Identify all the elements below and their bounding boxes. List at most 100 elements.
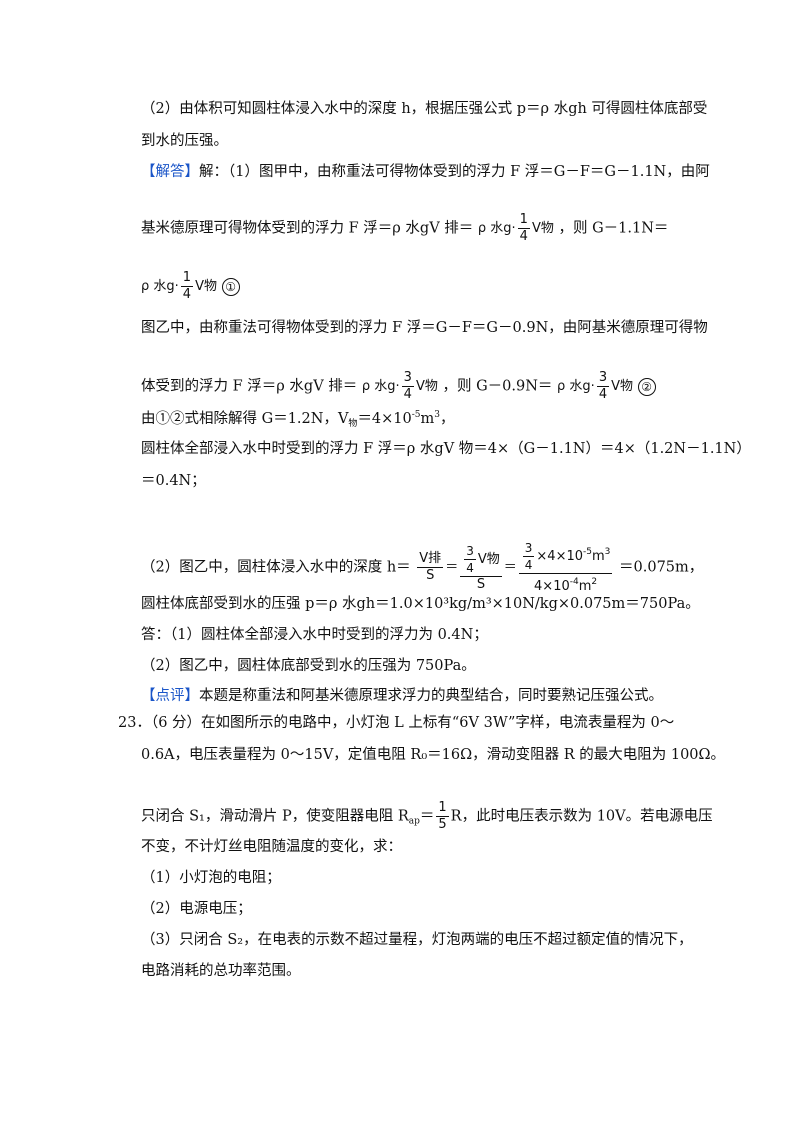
- text: 本题是称重法和阿基米德原理求浮力的典型结合，同时要熟记压强公式。: [199, 688, 663, 704]
- text: 只闭合 S₁，滑动滑片 P，使变阻器电阻 R: [141, 808, 409, 825]
- text-line: （1）小灯泡的电阻；: [141, 870, 281, 886]
- denominator: S: [460, 575, 502, 593]
- superscript: 3: [604, 547, 611, 557]
- numerator: 3: [466, 543, 474, 558]
- formula-text: ρ 水g: [477, 221, 512, 236]
- text-line: 电路消耗的总功率范围。: [141, 963, 301, 979]
- numerator: V排: [419, 551, 442, 566]
- superscript: 3: [434, 410, 441, 420]
- formula-text: V物: [611, 379, 633, 394]
- superscript: -4: [569, 577, 579, 587]
- text: m: [420, 411, 435, 427]
- text: ，: [440, 411, 455, 427]
- text: 基米德原理可得物体受到的浮力 F 浮＝ρ 水gV 排＝: [141, 220, 474, 237]
- subscript: 物: [348, 419, 358, 429]
- text-line: （3）只闭合 S₂，在电表的示数不超过量程，灯泡两端的电压不超过额定值的情况下，: [141, 932, 693, 948]
- question-number: 23．: [118, 715, 151, 731]
- text: 由①②式相除解得 G＝1.2N，V: [141, 411, 349, 427]
- numerator: 3: [598, 370, 608, 385]
- text-line: 到水的压强。: [141, 133, 228, 149]
- text: 体受到的浮力 F 浮＝ρ 水gV 排＝: [141, 378, 358, 395]
- text-line: ＝0.4N；: [141, 473, 206, 489]
- denominator: 4: [180, 286, 194, 302]
- text-line: （2）由体积可知圆柱体浸入水中的深度 h，根据压强公式 p＝ρ 水gh 可得圆柱…: [141, 101, 708, 117]
- denominator: 4: [522, 556, 535, 572]
- formula-text: 4×10: [534, 579, 570, 594]
- superscript: 2: [591, 577, 598, 587]
- equals: ＝: [445, 560, 459, 575]
- subscript: ap: [408, 816, 420, 827]
- answer-tag: 【解答】: [141, 164, 199, 180]
- text: ＝0.075m，: [619, 559, 704, 576]
- text: （6 分）在如图所示的电路中，小灯泡 L 上标有“6V 3W”字样，电流表量程为…: [150, 715, 675, 731]
- text-line: （2）电源电压；: [141, 901, 252, 917]
- formula-text: ρ 水g: [361, 379, 396, 394]
- formula-text: ρ 水g: [557, 379, 591, 394]
- circle-two: ②: [637, 377, 656, 396]
- denominator: S: [417, 567, 444, 584]
- circle-one: ①: [221, 277, 240, 296]
- equals: ＝: [503, 560, 517, 575]
- comment-line: 【点评】本题是称重法和阿基米德原理求浮力的典型结合，同时要熟记压强公式。: [141, 686, 663, 706]
- question-line: 23．（6 分）在如图所示的电路中，小灯泡 L 上标有“6V 3W”字样，电流表…: [118, 713, 674, 733]
- text-line: 圆柱体底部受到水的压强 p＝ρ 水gh＝1.0×10³kg/m³×10N/kg×…: [141, 596, 700, 612]
- denominator: 4×10-4m2: [518, 573, 613, 595]
- text-line: 由①②式相除解得 G＝1.2N，V物＝4×10-5m3，: [141, 405, 455, 434]
- formula-text: ρ 水g: [141, 279, 175, 294]
- text-line: 不变，不计灯丝电阻随温度的变化，求：: [141, 839, 402, 855]
- formula-text: ×4×10: [536, 549, 584, 564]
- text-line: 0.6A，电压表量程为 0～15V，定值电阻 R₀＝16Ω，滑动变阻器 R 的最…: [141, 747, 726, 763]
- text: （2）图乙中，圆柱体浸入水中的深度 h＝: [141, 559, 411, 576]
- formula-text: V物: [477, 551, 500, 567]
- comment-tag: 【点评】: [141, 688, 199, 704]
- text: 解：（1）图甲中，由称重法可得物体受到的浮力 F 浮＝G－F＝G－1.1N，由阿: [199, 164, 710, 180]
- numerator: 3: [403, 370, 412, 385]
- formula-text: m: [578, 579, 592, 594]
- denominator: 5: [436, 816, 449, 832]
- numerator: 1: [438, 800, 447, 815]
- text-line: 答：（1）圆柱体全部浸入水中时受到的浮力为 0.4N；: [141, 627, 488, 643]
- superscript: -5: [583, 547, 592, 557]
- numerator: 3: [524, 541, 533, 555]
- text-line: 圆柱体全部浸入水中时受到的浮力 F 浮＝ρ 水gV 物＝4×（G－1.1N）＝4…: [141, 441, 751, 457]
- text: R，此时电压表示数为 10V。若电源电压: [450, 808, 713, 825]
- formula-text: m: [592, 549, 605, 564]
- text: ＝: [419, 808, 435, 825]
- denominator: 4: [596, 386, 610, 402]
- numerator: 1: [182, 270, 192, 285]
- formula-text: V物: [531, 221, 554, 236]
- text: ，则 G－0.9N＝: [442, 378, 553, 395]
- text-line: （2）图乙中，圆柱体底部受到水的压强为 750Pa。: [141, 658, 476, 674]
- denominator: 4: [464, 558, 476, 575]
- formula-text: V物: [415, 379, 438, 394]
- text: ＝4×10: [357, 411, 412, 427]
- denominator: 4: [517, 228, 530, 244]
- superscript: -5: [411, 410, 421, 420]
- text: ，则 G－1.1N＝: [558, 220, 669, 237]
- answer-line: 【解答】解：（1）图甲中，由称重法可得物体受到的浮力 F 浮＝G－F＝G－1.1…: [141, 162, 710, 182]
- formula-text: V物: [195, 279, 217, 294]
